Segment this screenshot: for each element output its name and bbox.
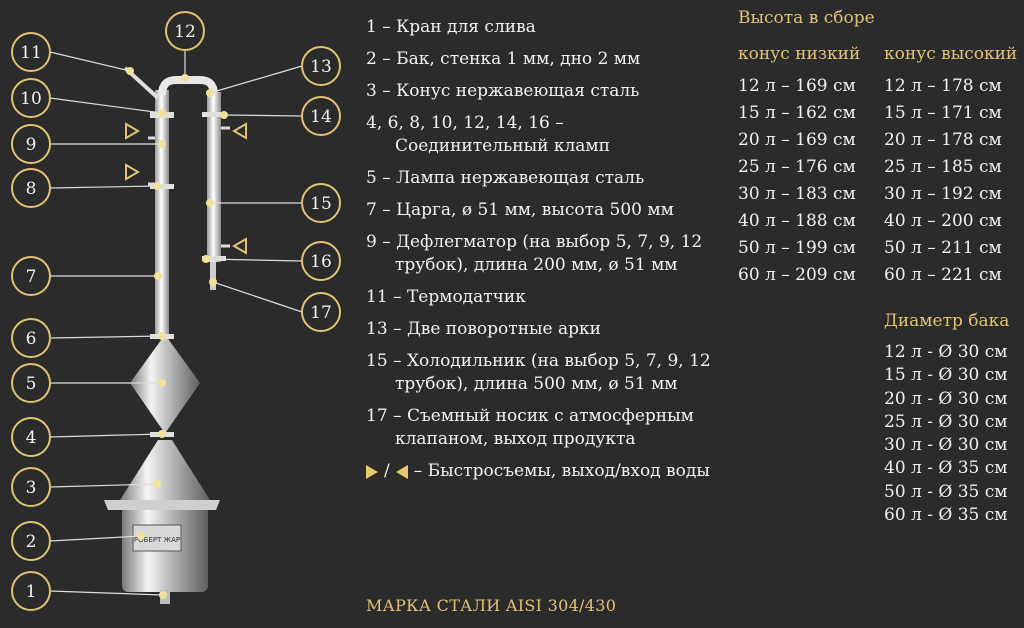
list-item: 30 л - Ø 30 см <box>884 435 1008 456</box>
legend-item-15: 15 – Холодильник (на выбор 5, 7, 9, 12 т… <box>366 351 711 394</box>
leader-lines <box>49 50 303 596</box>
list-item: 15 л – 171 см <box>884 103 1002 123</box>
water-in-arrow <box>232 122 247 140</box>
list-item: 50 л - Ø 35 см <box>884 481 1008 502</box>
callout-12: 12 <box>174 22 196 42</box>
high-cone-heights: 12 л – 178 см 15 л – 171 см 20 л – 178 с… <box>884 76 1002 292</box>
callout-16: 16 <box>310 252 332 272</box>
height-title: Высота в сборе <box>738 8 875 28</box>
list-item: 25 л – 176 см <box>738 157 856 177</box>
callout-6: 6 <box>26 329 37 349</box>
water-arrows <box>125 122 247 255</box>
clamp <box>150 184 174 189</box>
legend-item-1: 1 – Кран для слива <box>366 17 536 37</box>
list-item: 40 л - Ø 35 см <box>884 458 1008 479</box>
legend-item-clamps: 4, 6, 8, 10, 12, 14, 16 – Соединительный… <box>366 113 610 156</box>
list-item: 25 л – 185 см <box>884 157 1002 177</box>
callout-1: 1 <box>26 582 37 602</box>
callout-numbers: 1 2 3 4 5 6 7 8 9 10 11 12 13 14 15 16 1… <box>20 22 332 602</box>
contact-dots <box>126 67 228 599</box>
callout-11: 11 <box>20 43 42 63</box>
tank-rim <box>104 500 220 510</box>
callout-14: 14 <box>310 107 332 127</box>
legend-item-3: 3 – Конус нержавеющая сталь <box>366 81 640 101</box>
water-out-arrow <box>125 122 140 140</box>
list-item: 20 л - Ø 30 см <box>884 388 1008 409</box>
callout-8: 8 <box>26 179 37 199</box>
legend-item-13: 13 – Две поворотные арки <box>366 319 601 339</box>
list-item: 60 л - Ø 35 см <box>884 505 1008 526</box>
callout-5: 5 <box>26 374 37 394</box>
list-item: 30 л – 183 см <box>738 184 856 204</box>
column-pipe <box>155 90 169 338</box>
legend-item-2: 2 – Бак, стенка 1 мм, дно 2 мм <box>366 49 641 69</box>
arrow-right-icon <box>366 464 378 479</box>
water-in-arrow <box>232 237 247 255</box>
apparatus: РОБЕРТ ЖАР <box>104 66 230 604</box>
list-item: 40 л – 200 см <box>884 211 1002 231</box>
legend-item-17: 17 – Съемный носик с атмосферным клапано… <box>366 406 694 449</box>
high-cone-header: конус высокий <box>884 44 1018 64</box>
steel-grade: МАРКА СТАЛИ AISI 304/430 <box>366 596 617 615</box>
list-item: 12 л – 169 см <box>738 76 856 96</box>
list-item: 20 л – 169 см <box>738 130 856 150</box>
callout-3: 3 <box>26 478 37 498</box>
tank-cone <box>120 440 210 500</box>
low-cone-header: конус низкий <box>738 44 861 64</box>
legend-item-9: 9 – Дефлегматор (на выбор 5, 7, 9, 12 тр… <box>366 232 703 275</box>
legend-item-7: 7 – Царга, ø 51 мм, высота 500 мм <box>366 200 674 220</box>
callout-7: 7 <box>26 267 37 287</box>
callout-circles <box>11 11 341 611</box>
list-item: 50 л – 211 см <box>884 238 1002 258</box>
distiller-diagram: РОБЕРТ ЖАР <box>11 11 341 611</box>
clamp <box>202 112 226 117</box>
tank-label: РОБЕРТ ЖАР <box>134 536 180 544</box>
clamp <box>202 256 226 261</box>
legend-quick-connect: / – Быстросъемы, выход/вход воды <box>366 460 726 483</box>
callout-17: 17 <box>310 303 332 323</box>
list-item: 60 л – 221 см <box>884 265 1002 285</box>
list-item: 15 л - Ø 30 см <box>884 365 1008 386</box>
legend-item-11: 11 – Термодатчик <box>366 287 526 307</box>
arrow-left-icon <box>395 464 408 479</box>
list-item: 12 л - Ø 30 см <box>884 342 1008 362</box>
diameter-title: Диаметр бака <box>884 311 1010 331</box>
list-item: 15 л – 162 см <box>738 103 856 123</box>
list-item: 60 л – 209 см <box>738 265 856 285</box>
list-item: 30 л – 192 см <box>884 184 1002 204</box>
list-item: 20 л – 178 см <box>884 130 1002 150</box>
list-item: 50 л – 199 см <box>738 238 856 258</box>
callout-13: 13 <box>310 57 332 77</box>
list-item: 25 л - Ø 30 см <box>884 411 1008 432</box>
legend-item-5: 5 – Лампа нержавеющая сталь <box>366 168 645 188</box>
callout-9: 9 <box>26 135 37 155</box>
callout-10: 10 <box>20 89 42 109</box>
list-item: 40 л – 188 см <box>738 211 856 231</box>
water-out-arrow <box>125 163 140 181</box>
list-item: 12 л – 178 см <box>884 76 1002 96</box>
parts-legend: 1 – Кран для слива 2 – Бак, стенка 1 мм,… <box>366 16 726 483</box>
condenser-pipe <box>207 92 221 262</box>
low-cone-heights: 12 л – 169 см 15 л – 162 см 20 л – 169 с… <box>738 76 856 292</box>
outlet-nozzle <box>210 262 216 290</box>
callout-15: 15 <box>310 194 332 214</box>
callout-2: 2 <box>26 532 37 552</box>
callout-4: 4 <box>26 428 37 448</box>
diameter-list: 12 л - Ø 30 см 15 л - Ø 30 см 20 л - Ø 3… <box>884 342 1008 528</box>
